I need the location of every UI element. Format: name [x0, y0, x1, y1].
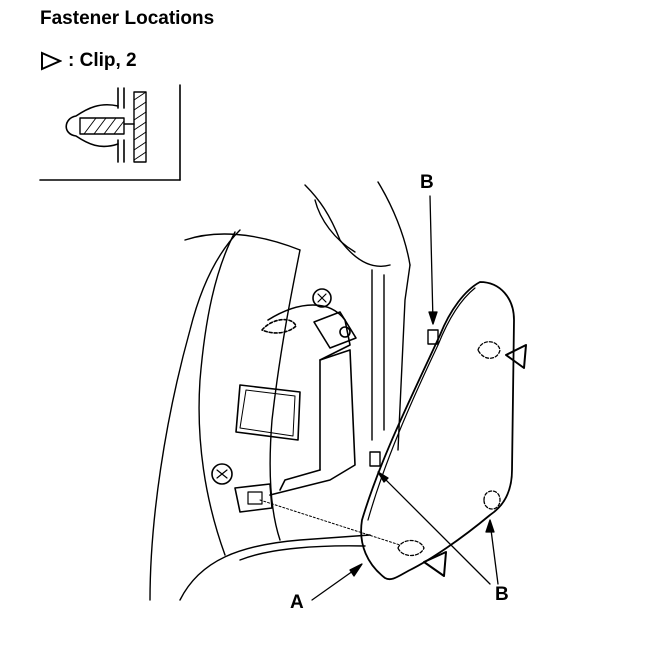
callout-a: A — [290, 592, 304, 613]
legend-text: : Clip, 2 — [68, 50, 137, 71]
page-title: Fastener Locations — [40, 8, 215, 29]
callout-b-bottom: B — [495, 584, 509, 605]
inner-cavity — [211, 288, 357, 513]
callout-b-top: B — [420, 172, 434, 193]
clip-triangle-icon — [41, 51, 62, 71]
body-structure — [149, 181, 411, 601]
clip-detail-inset — [39, 84, 181, 181]
leader-lines — [259, 195, 499, 601]
clip-markers — [423, 344, 527, 577]
legend: : Clip, 2 — [40, 50, 137, 72]
